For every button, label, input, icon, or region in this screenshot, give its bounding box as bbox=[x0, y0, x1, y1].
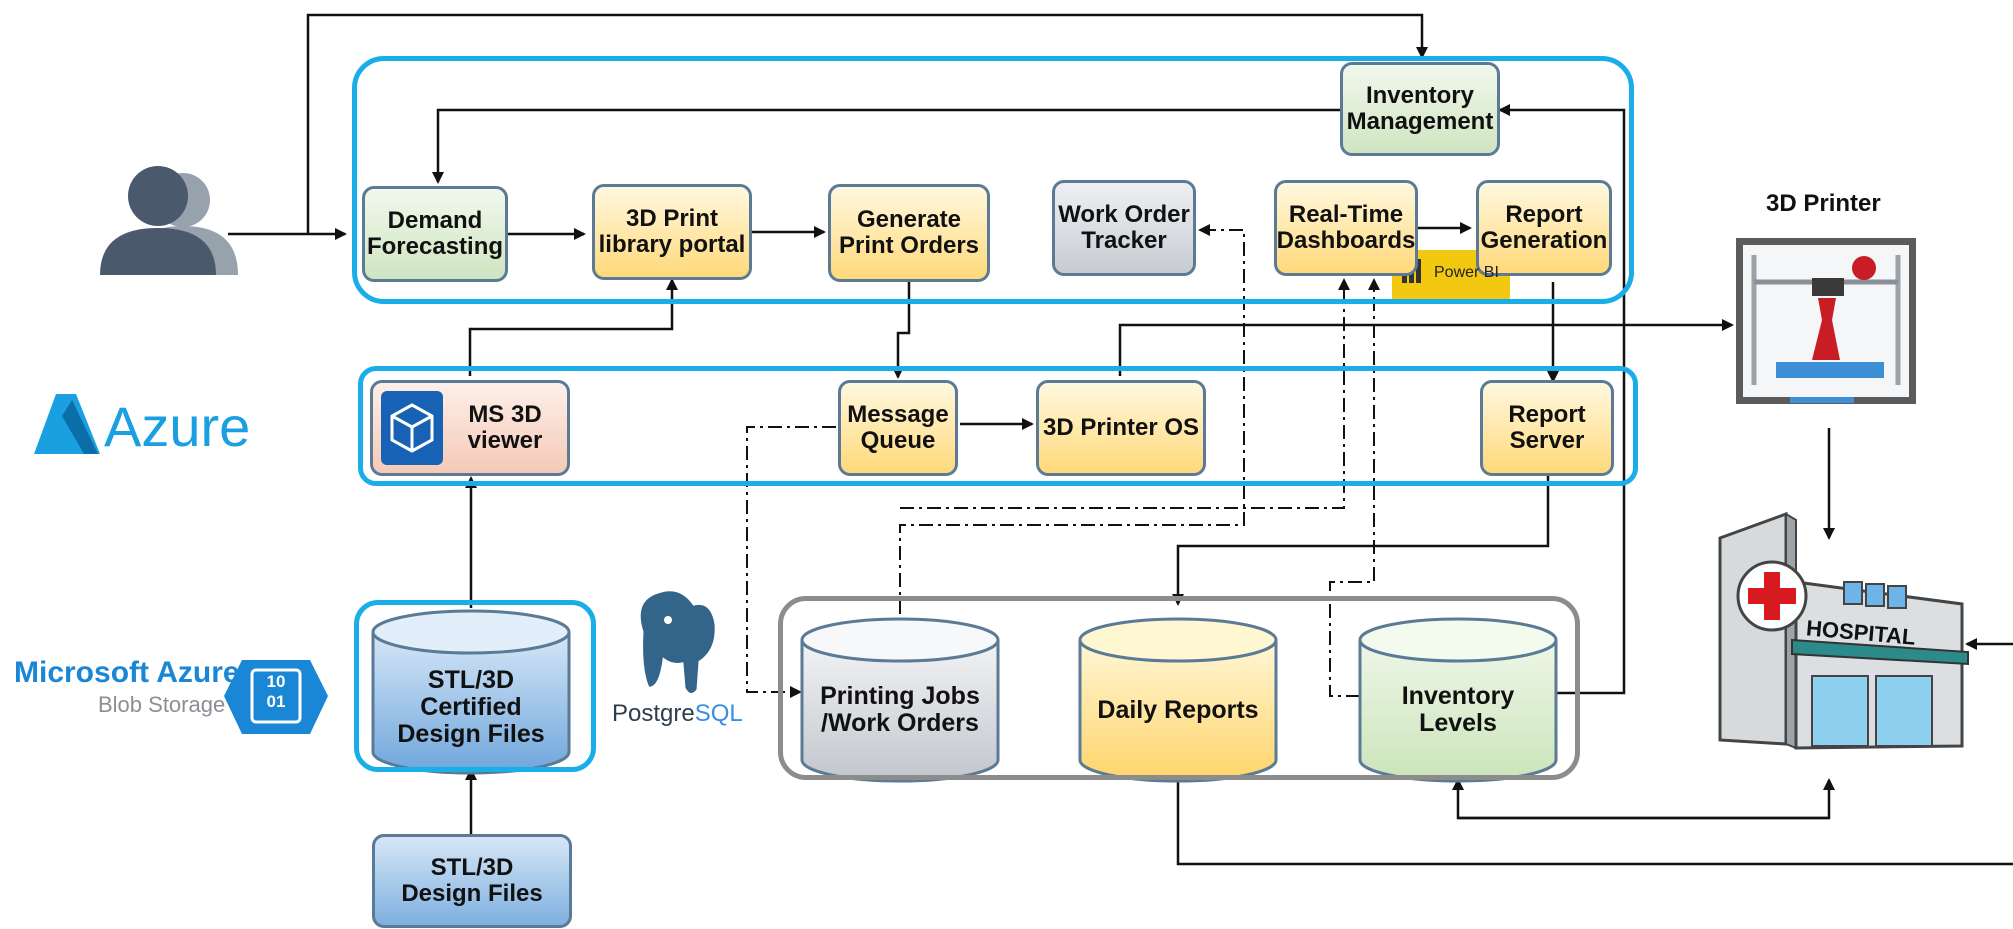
generate-print-orders-node: Generate Print Orders bbox=[828, 184, 990, 282]
ms3d-viewer-label: MS 3D viewer bbox=[467, 401, 543, 454]
users-icon bbox=[100, 166, 238, 275]
blob-storage-icon bbox=[224, 660, 328, 734]
postgresql-elephant-icon bbox=[637, 588, 718, 696]
azure-logo-icon bbox=[34, 394, 100, 454]
solid-connectors bbox=[228, 13, 2013, 866]
ms3d-viewer-node: MS 3D viewer bbox=[370, 380, 570, 476]
cylinder-printing-jobs bbox=[800, 617, 1000, 783]
printing-jobs-label: Printing Jobs /Work Orders bbox=[820, 682, 980, 737]
daily-reports-label: Daily Reports bbox=[1097, 695, 1259, 724]
azure-services-group bbox=[358, 366, 1638, 486]
application-group bbox=[352, 56, 1634, 304]
stl-design-files-node: STL/3D Design Files bbox=[372, 834, 572, 928]
inventory-levels-label: Inventory Levels bbox=[1401, 682, 1515, 737]
message-queue-node: Message Queue bbox=[838, 380, 958, 476]
stl-certified-label: STL/3D Certified Design Files bbox=[397, 665, 545, 748]
blob-storage-brand: Blob Storage bbox=[98, 692, 226, 717]
realtime-dashboards-node: Real-Time Dashboards bbox=[1274, 180, 1418, 276]
hospital-icon bbox=[1718, 511, 1969, 750]
3d-printer-title: 3D Printer bbox=[1766, 190, 1881, 217]
cylinder-daily-reports bbox=[1078, 617, 1278, 783]
postgresql-brand-part2: SQL bbox=[694, 700, 743, 727]
inventory-management-node: Inventory Management bbox=[1340, 62, 1500, 156]
work-order-tracker-node: Work Order Tracker bbox=[1052, 180, 1196, 276]
3d-viewer-cube-icon bbox=[381, 391, 443, 465]
azure-brand: Azure bbox=[104, 395, 251, 458]
3d-printer-os-node: 3D Printer OS bbox=[1036, 380, 1206, 476]
postgresql-brand-part1: Postgre bbox=[612, 700, 695, 727]
microsoft-azure-brand: Microsoft Azure bbox=[14, 656, 240, 689]
dashed-connectors bbox=[746, 224, 1380, 698]
postgresql-brand: PostgreSQL bbox=[612, 700, 743, 728]
blob-storage-group bbox=[354, 600, 596, 772]
3d-printer-icon bbox=[1736, 238, 1916, 404]
cylinder-inventory-levels bbox=[1358, 617, 1558, 783]
report-generation-node: Report Generation bbox=[1476, 180, 1612, 276]
print-library-portal-node: 3D Print library portal bbox=[592, 184, 752, 280]
power-bi-label: Power BI bbox=[1434, 264, 1499, 281]
cylinder-certified-design-files bbox=[371, 609, 571, 775]
report-server-node: Report Server bbox=[1480, 380, 1614, 476]
blob-icon-text: 10 01 bbox=[266, 672, 286, 711]
database-group bbox=[778, 596, 1580, 780]
demand-forecasting-node: Demand Forecasting bbox=[362, 186, 508, 282]
